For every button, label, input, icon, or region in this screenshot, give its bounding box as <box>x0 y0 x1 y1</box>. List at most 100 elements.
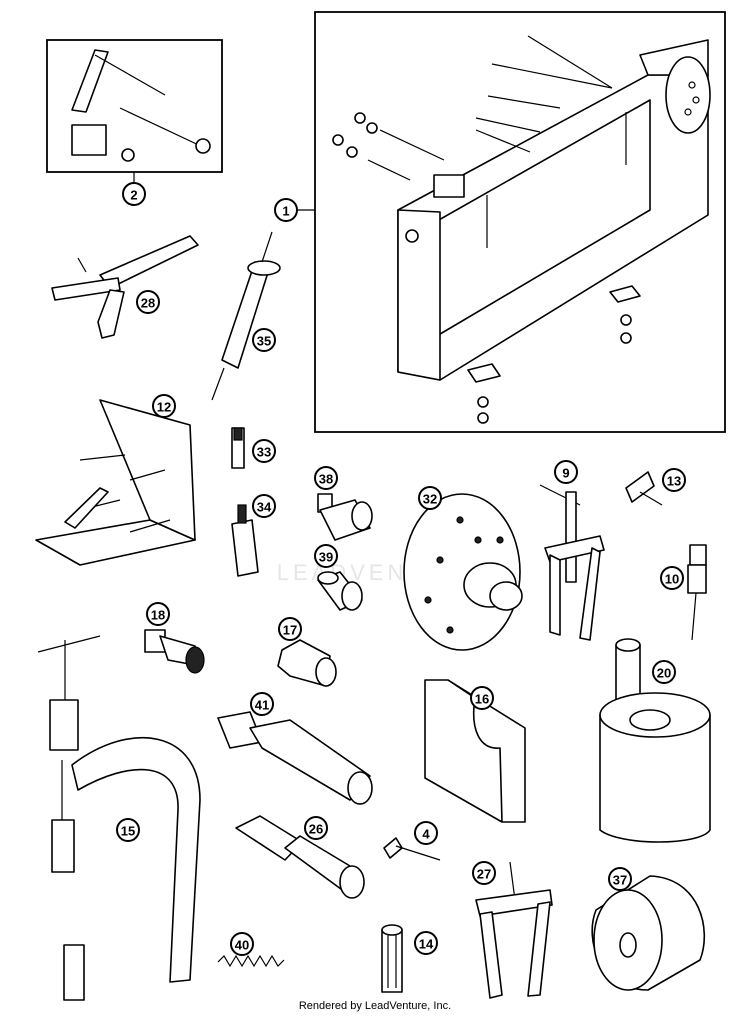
callout-circle <box>554 460 578 484</box>
callout-circle <box>122 182 146 206</box>
part-14-sleeve <box>381 924 403 993</box>
part-34-bottle <box>231 504 259 577</box>
callout-label: 1 <box>282 204 289 219</box>
callout-label: 14 <box>419 937 434 952</box>
callout-label: 10 <box>665 572 679 587</box>
part-39-sleeve <box>317 571 363 611</box>
callout-35: 35 <box>252 328 276 352</box>
callout-circle <box>314 544 338 568</box>
callout-circle <box>660 566 684 590</box>
part-12-mounting-bracket <box>35 399 196 566</box>
part-13-handle <box>625 471 663 506</box>
callout-label: 37 <box>613 873 627 888</box>
callout-27: 27 <box>472 861 496 885</box>
callout-circle <box>314 466 338 490</box>
callout-label: 26 <box>309 822 323 837</box>
part-20-crankshaft-assembly-tool <box>599 638 711 843</box>
callout-18: 18 <box>146 602 170 626</box>
part-26-socket <box>235 815 365 899</box>
part-18-insert <box>144 629 205 674</box>
part-10-slide-hammer-tip <box>687 544 707 641</box>
callout-circle <box>304 816 328 840</box>
callout-circle <box>230 932 254 956</box>
part-16-plate <box>424 679 526 823</box>
callout-label: 34 <box>257 500 272 515</box>
part-27-puller <box>475 861 553 999</box>
callout-circle <box>252 439 276 463</box>
callout-circle <box>662 468 686 492</box>
callout-circle <box>136 290 160 314</box>
callout-circle <box>418 486 442 510</box>
callout-label: 33 <box>257 445 271 460</box>
callout-1: 1 <box>274 198 298 222</box>
callout-17: 17 <box>278 617 302 641</box>
callout-37: 37 <box>608 867 632 891</box>
callout-9: 9 <box>554 460 578 484</box>
callout-label: 17 <box>283 623 297 638</box>
part-4-key <box>383 837 441 861</box>
footer-credit: Rendered by LeadVenture, Inc. <box>298 1000 452 1012</box>
callout-label: 41 <box>255 698 269 713</box>
part-41-drift <box>217 711 373 805</box>
callout-label: 12 <box>157 400 171 415</box>
part-32-flywheel-puller-plate <box>403 493 523 651</box>
callout-15: 15 <box>116 818 140 842</box>
callout-label: 9 <box>562 466 569 481</box>
part-15-valve-spring-compressor <box>37 635 201 1001</box>
part-9-puller <box>539 484 605 641</box>
callout-12: 12 <box>152 394 176 418</box>
callout-38: 38 <box>314 466 338 490</box>
callout-33: 33 <box>252 439 276 463</box>
callout-circle <box>414 821 438 845</box>
part-38-drift <box>317 493 373 541</box>
callout-28: 28 <box>136 290 160 314</box>
callout-circle <box>146 602 170 626</box>
callout-label: 15 <box>121 824 135 839</box>
callout-20: 20 <box>652 660 676 684</box>
callout-circle <box>252 494 276 518</box>
part-33-nozzle <box>231 427 245 469</box>
callout-circle <box>252 328 276 352</box>
callout-label: 18 <box>151 608 165 623</box>
callout-circle <box>152 394 176 418</box>
callout-circle <box>250 692 274 716</box>
callout-circle <box>278 617 302 641</box>
callout-circle <box>652 660 676 684</box>
callout-label: 27 <box>477 867 491 882</box>
callout-label: 13 <box>667 474 681 489</box>
callout-label: 32 <box>423 492 437 507</box>
callout-41: 41 <box>250 692 274 716</box>
part-37-bushing-tool <box>591 875 706 991</box>
callout-circle <box>414 931 438 955</box>
callout-14: 14 <box>414 931 438 955</box>
callout-34: 34 <box>252 494 276 518</box>
part-40-spring <box>217 954 285 968</box>
callout-13: 13 <box>662 468 686 492</box>
callout-39: 39 <box>314 544 338 568</box>
callout-26: 26 <box>304 816 328 840</box>
callout-label: 28 <box>141 296 155 311</box>
callout-10: 10 <box>660 566 684 590</box>
callout-label: 38 <box>319 472 333 487</box>
callout-40: 40 <box>230 932 254 956</box>
callout-circle <box>472 861 496 885</box>
callout-circle <box>274 198 298 222</box>
callout-label: 4 <box>422 827 430 842</box>
callout-4: 4 <box>414 821 438 845</box>
callout-label: 35 <box>257 334 271 349</box>
callout-label: 40 <box>235 938 249 953</box>
callout-circle <box>470 686 494 710</box>
callout-32: 32 <box>418 486 442 510</box>
part-1-engine-stand <box>298 11 726 433</box>
callout-2: 2 <box>122 182 146 206</box>
callout-label: 20 <box>657 666 671 681</box>
part-35-grease-gun <box>211 231 281 401</box>
callout-label: 16 <box>475 692 489 707</box>
callout-label: 39 <box>319 550 333 565</box>
callout-circle <box>608 867 632 891</box>
part-28-holding-wrench <box>51 235 199 339</box>
part-17-protection-cap <box>277 639 337 687</box>
part-2-bracket <box>46 39 223 185</box>
